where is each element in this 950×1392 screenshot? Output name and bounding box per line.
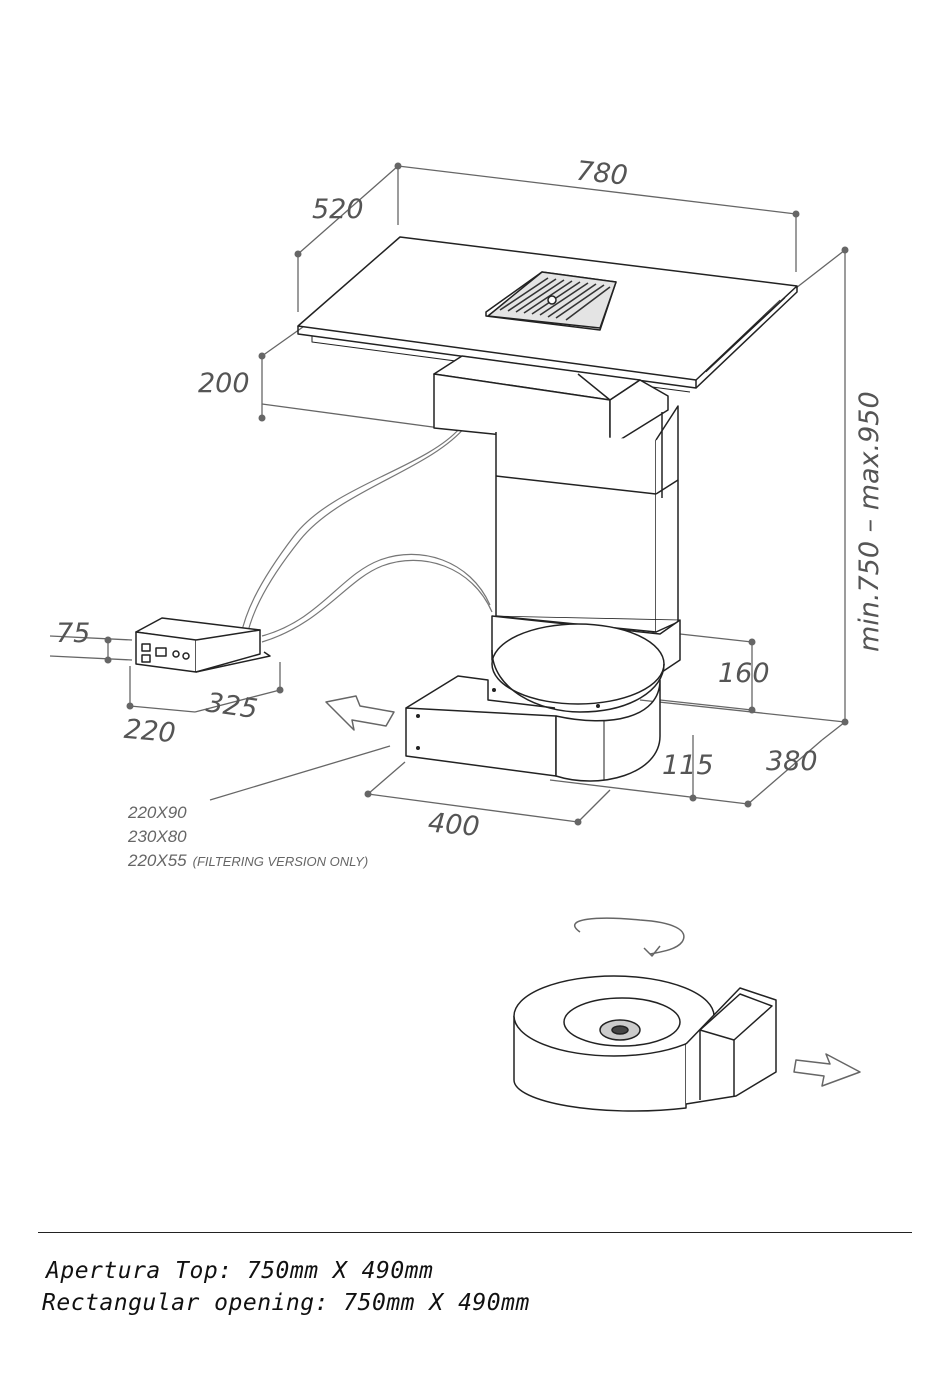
dim-control-height: 75 [56, 618, 90, 649]
caption-apertura: Apertura Top: 750mm X 490mm [46, 1258, 433, 1284]
duct-size-3: 220X55 (FILTERING VERSION ONLY) [127, 851, 368, 870]
duct-size-3-value: 220X55 [127, 851, 187, 870]
power-cable [240, 426, 492, 642]
dim-base-height: 115 [662, 750, 714, 781]
dim-collar-height: 160 [718, 658, 770, 689]
fan-detail [514, 918, 776, 1111]
blower-base [406, 624, 664, 781]
dim-base-width: 400 [427, 807, 481, 842]
caption-rectangular-opening: Rectangular opening: 750mm X 490mm [42, 1290, 530, 1316]
dim-base-depth: 380 [766, 746, 818, 777]
dim-control-width: 220 [123, 714, 177, 749]
outlet-arrow [326, 696, 394, 730]
fan-outlet-arrow [794, 1054, 860, 1086]
duct-size-note: (FILTERING VERSION ONLY) [193, 854, 369, 869]
duct-size-1: 220X90 [127, 803, 187, 822]
dim-top-width: 780 [575, 156, 630, 192]
dim-height-range: min.750 – max.950 [854, 391, 885, 652]
divider [38, 1232, 912, 1233]
telescopic-column [496, 406, 678, 632]
dim-control-depth: 325 [204, 687, 259, 725]
duct-size-2: 230X80 [127, 827, 187, 846]
dim-top-depth: 520 [312, 194, 364, 225]
dim-top-to-box: 200 [198, 368, 250, 399]
